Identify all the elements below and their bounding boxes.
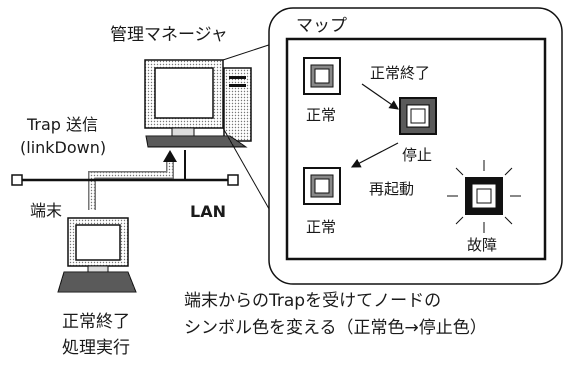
lan-line	[11, 150, 239, 186]
node-failure-label: 故障	[467, 236, 497, 254]
terminal-caption-line2: 処理実行	[62, 338, 130, 358]
explanation-line1: 端末からのTrapを受けてノードの	[184, 291, 441, 311]
map-title: マップ	[296, 16, 347, 36]
node-normal-bottom-label: 正常	[306, 218, 336, 236]
trap-label-line2: (linkDown)	[20, 138, 106, 157]
transition-normal-shutdown: 正常終了	[370, 64, 430, 82]
manager-computer-icon	[144, 59, 252, 148]
node-normal-top-icon	[303, 57, 341, 95]
node-failure-icon	[447, 160, 521, 233]
node-stopped-label: 停止	[402, 146, 432, 164]
terminal-label: 端末	[30, 201, 62, 220]
transition-restart: 再起動	[369, 180, 414, 198]
lan-label: LAN	[190, 202, 226, 221]
explanation-line2: シンボル色を変える（正常色→停止色）	[184, 318, 487, 338]
arrow-normal-to-stopped	[361, 83, 399, 110]
trap-path	[88, 150, 177, 210]
node-normal-top-label: 正常	[306, 106, 336, 124]
trap-label-line1: Trap 送信	[26, 115, 98, 134]
terminal-caption-line1: 正常終了	[62, 312, 130, 332]
manager-label: 管理マネージャ	[110, 25, 228, 45]
node-stopped-icon	[399, 97, 437, 135]
node-normal-bottom-icon	[303, 167, 341, 205]
arrow-stopped-to-normal	[350, 142, 399, 168]
terminal-computer-icon	[57, 217, 137, 293]
